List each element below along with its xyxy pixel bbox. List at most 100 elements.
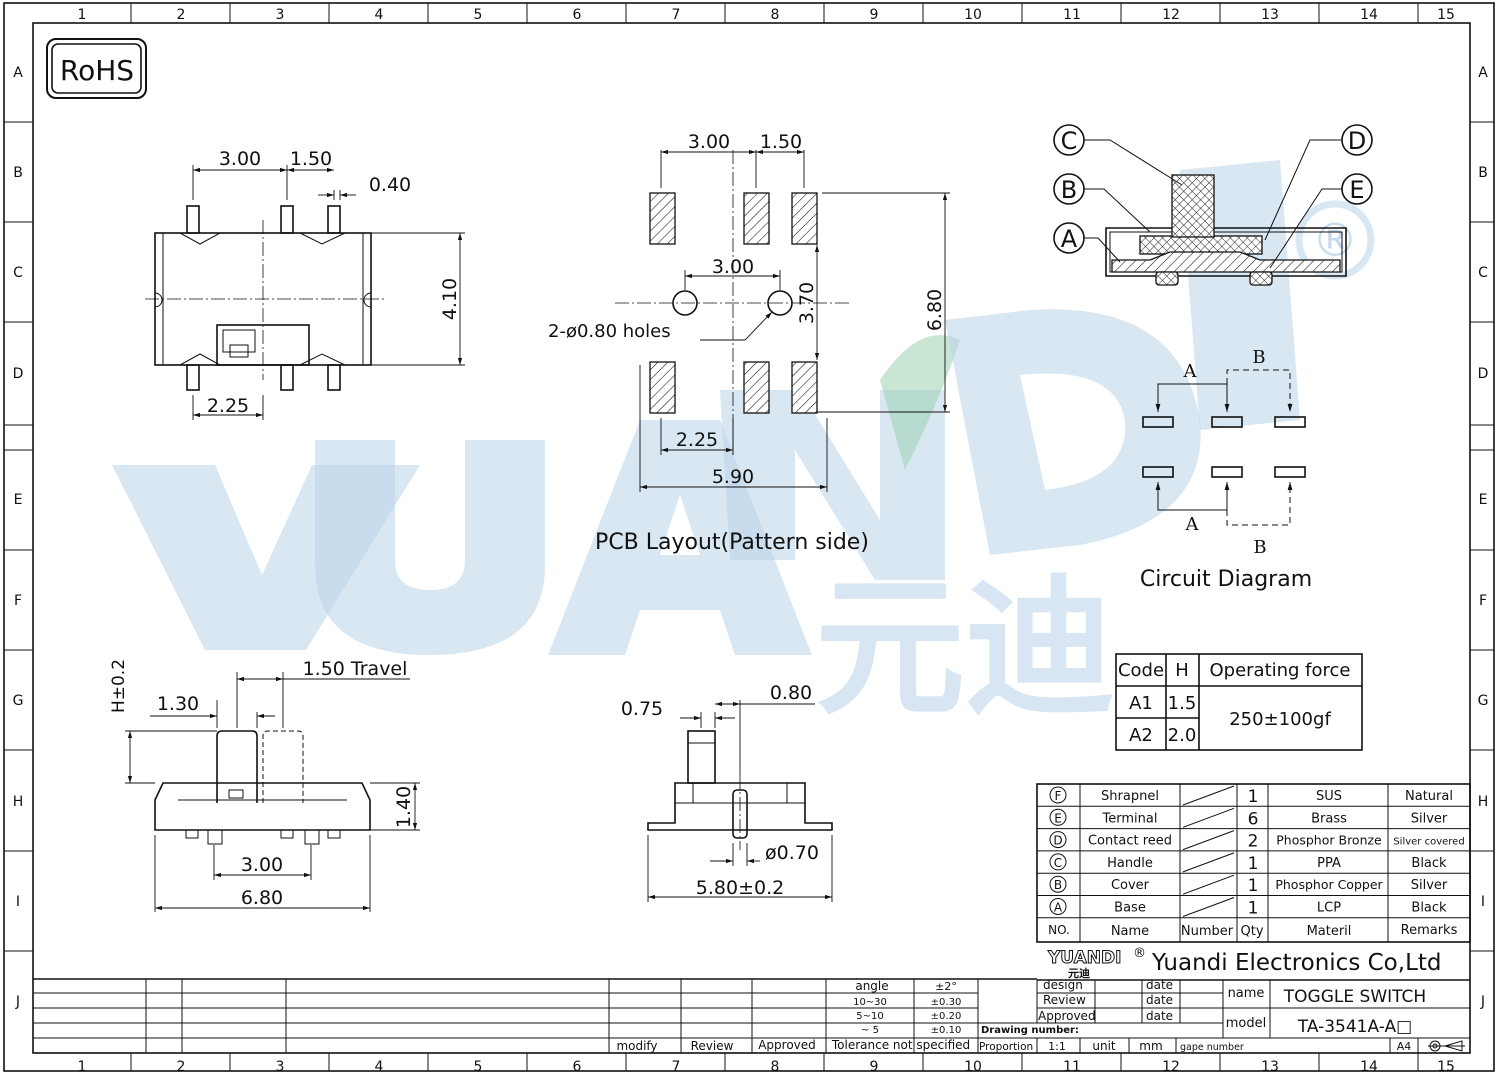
force-value: 250±100gf bbox=[1229, 709, 1331, 730]
grid-col-label: 10 bbox=[964, 1059, 982, 1075]
grid-row-label: C bbox=[1478, 265, 1488, 281]
grid-row-label: F bbox=[1479, 593, 1487, 609]
grid-col-label: 7 bbox=[672, 1059, 681, 1075]
grid-row-label: H bbox=[1478, 794, 1489, 810]
grid-col-label: 2 bbox=[177, 1059, 186, 1075]
bom-remarks: Natural bbox=[1405, 789, 1453, 804]
grid-col-label: 4 bbox=[375, 7, 384, 23]
proportion-label: Proportion bbox=[979, 1041, 1033, 1053]
company-logo-mark: ® bbox=[1133, 946, 1146, 961]
footer-review: Review bbox=[691, 1039, 734, 1053]
end-dim-pin: ø0.70 bbox=[765, 842, 819, 864]
name-value: TOGGLE SWITCH bbox=[1283, 987, 1426, 1007]
force-h-a2: 2.0 bbox=[1168, 725, 1197, 746]
grid-row-label: H bbox=[13, 794, 24, 810]
grid-row-label: C bbox=[13, 265, 23, 281]
grid-row-label: E bbox=[14, 492, 23, 508]
callout-c: C bbox=[1061, 127, 1078, 155]
drawing-number-label: Drawing number: bbox=[981, 1025, 1079, 1036]
grid-col-label: 5 bbox=[474, 1059, 483, 1075]
grid-row-label: G bbox=[1478, 693, 1489, 709]
bom-no-circle-icon bbox=[1049, 786, 1067, 804]
grid-col-label: 14 bbox=[1360, 7, 1378, 23]
grid-marks: 1122334455667788991010111112121313141415… bbox=[4, 3, 1494, 1075]
tol-angle: angle bbox=[855, 979, 888, 993]
bom-name: Shrapnel bbox=[1101, 789, 1159, 804]
company-name: Yuandi Electronics Co,Ltd bbox=[1151, 950, 1442, 976]
grid-col-label: 14 bbox=[1360, 1059, 1378, 1075]
tol-angle-val: ±2° bbox=[935, 980, 957, 993]
grid-col-label: 3 bbox=[276, 1059, 285, 1075]
bom-no: D bbox=[1053, 834, 1062, 848]
pcb-dim-6-8: 6.80 bbox=[924, 289, 946, 331]
bom-name: Contact reed bbox=[1088, 834, 1172, 849]
grid-row-label: E bbox=[1479, 492, 1488, 508]
grid-col-label: 13 bbox=[1261, 1059, 1279, 1075]
bom-remarks: Silver bbox=[1411, 811, 1448, 826]
grid-row-label: G bbox=[13, 693, 24, 709]
top-dim-3: 3.00 bbox=[219, 148, 261, 170]
circuit-label-b-top: B bbox=[1252, 347, 1265, 368]
size-value: A4 bbox=[1397, 1040, 1412, 1053]
grid-col-label: 15 bbox=[1437, 1059, 1455, 1075]
grid-row-label: B bbox=[1478, 165, 1488, 181]
projection-symbol-icon bbox=[1428, 1040, 1465, 1052]
pcb-dim-5-9: 5.90 bbox=[712, 466, 754, 488]
grid-row-label: I bbox=[16, 894, 20, 910]
bom-remarks: Silver bbox=[1411, 878, 1448, 893]
pcb-layout: 3.00 1.50 3.00 3.70 6.80 2.25 5.90 2-ø0.… bbox=[548, 131, 950, 555]
bom-no-circle-icon bbox=[1049, 898, 1067, 915]
end-dim-5-8: 5.80±0.2 bbox=[696, 877, 784, 899]
sign-approved-date: date bbox=[1146, 1009, 1173, 1023]
grid-col-label: 12 bbox=[1162, 1059, 1180, 1075]
tol-10-30: 10~30 bbox=[853, 997, 887, 1008]
circuit-label-b-bottom: B bbox=[1253, 537, 1266, 558]
gape-number-label: gape number bbox=[1180, 1042, 1244, 1053]
bom-name: Base bbox=[1114, 901, 1146, 916]
tol-5-10-val: ±0.20 bbox=[931, 1011, 962, 1022]
force-h-a1: 1.5 bbox=[1168, 693, 1197, 714]
end-dim-0-75: 0.75 bbox=[621, 698, 663, 720]
bom-no: E bbox=[1054, 811, 1062, 825]
company-logo-chinese: 元迪 bbox=[1068, 966, 1090, 980]
grid-row-label: F bbox=[14, 593, 22, 609]
proportion-value: 1:1 bbox=[1048, 1040, 1066, 1053]
bom-name: Cover bbox=[1111, 878, 1150, 893]
grid-row-label: I bbox=[1481, 894, 1485, 910]
callout-e: E bbox=[1349, 176, 1364, 204]
bom-material: PPA bbox=[1317, 856, 1341, 871]
pcb-dim-3: 3.00 bbox=[688, 131, 730, 153]
pcb-title: PCB Layout(Pattern side) bbox=[595, 530, 869, 555]
bom-no-circle-icon bbox=[1049, 831, 1067, 849]
circuit-label-a-bottom: A bbox=[1185, 514, 1200, 535]
watermark-chinese: 元迪 bbox=[815, 562, 1115, 736]
side-dim-1-3: 1.30 bbox=[157, 693, 199, 715]
grid-col-label: 7 bbox=[672, 7, 681, 23]
grid-col-label: 11 bbox=[1063, 1059, 1081, 1075]
grid-col-label: 1 bbox=[78, 1059, 87, 1075]
bom-name: Handle bbox=[1107, 856, 1153, 871]
side-dim-6-8: 6.80 bbox=[241, 887, 283, 909]
grid-row-label: D bbox=[13, 366, 24, 382]
grid-col-label: 1 bbox=[78, 7, 87, 23]
top-view: 3.00 1.50 0.40 4.10 2.25 bbox=[145, 148, 465, 420]
force-code-a2: A2 bbox=[1129, 725, 1153, 746]
tol-5-val: ±0.10 bbox=[931, 1025, 962, 1036]
bom-header-no: NO. bbox=[1048, 923, 1070, 937]
pcb-dim-2-25: 2.25 bbox=[676, 429, 718, 451]
bom-qty: 1 bbox=[1248, 899, 1259, 919]
end-dim-0-8: 0.80 bbox=[770, 682, 812, 704]
pcb-dim-3-7: 3.70 bbox=[796, 282, 818, 324]
watermark: ® 元迪 bbox=[112, 160, 1375, 736]
grid-col-label: 10 bbox=[964, 7, 982, 23]
grid-row-label: A bbox=[1478, 65, 1488, 81]
grid-col-label: 6 bbox=[573, 1059, 582, 1075]
side-dim-3: 3.00 bbox=[241, 854, 283, 876]
unit-label: unit bbox=[1092, 1039, 1116, 1053]
grid-row-label: B bbox=[13, 165, 23, 181]
side-view: H±0.2 1.30 1.50 Travel 1.40 3.00 6.80 bbox=[109, 658, 420, 912]
rohs-badge: RoHS bbox=[46, 38, 147, 99]
grid-col-label: 8 bbox=[771, 1059, 780, 1075]
bom-no: F bbox=[1055, 789, 1062, 803]
